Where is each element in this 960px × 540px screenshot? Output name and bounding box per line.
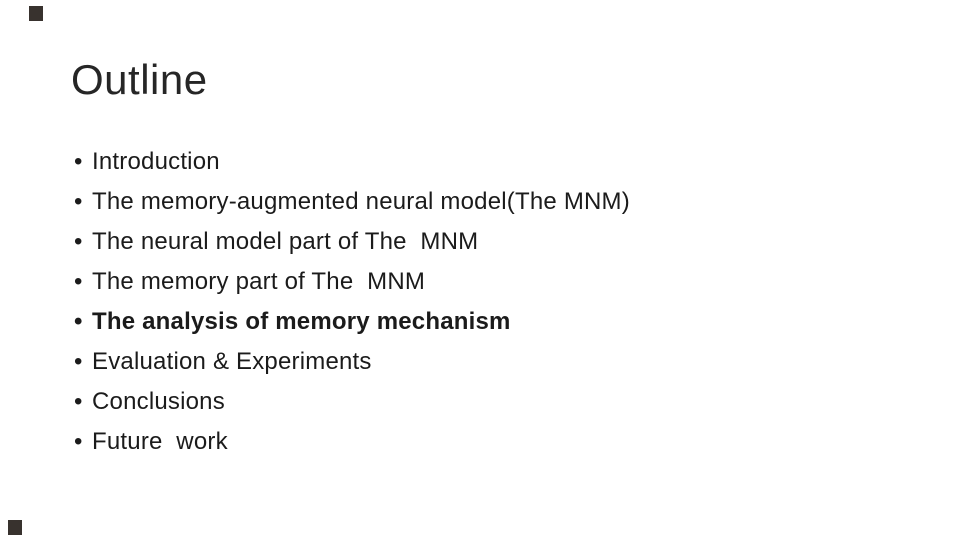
- outline-item: • Future work: [74, 422, 630, 462]
- outline-item-label: Conclusions: [92, 388, 225, 415]
- outline-item: • Conclusions: [74, 382, 630, 422]
- outline-item: • The analysis of memory mechanism: [74, 302, 630, 342]
- outline-item: • Evaluation & Experiments: [74, 342, 630, 382]
- bullet-icon: •: [74, 188, 83, 215]
- outline-item-label: Evaluation & Experiments: [92, 348, 372, 375]
- bullet-icon: •: [74, 428, 83, 455]
- outline-item-label: Introduction: [92, 148, 220, 175]
- bullet-icon: •: [74, 348, 83, 375]
- outline-item-label: The analysis of memory mechanism: [92, 308, 511, 335]
- slide-title: Outline: [71, 56, 208, 103]
- bullet-icon: •: [74, 148, 83, 175]
- bullet-icon: •: [74, 228, 83, 255]
- outline-item: • The memory-augmented neural model(The …: [74, 182, 630, 222]
- bullet-icon: •: [74, 268, 83, 295]
- corner-square-top-left: [29, 6, 43, 21]
- outline-item-label: The memory part of The MNM: [92, 268, 426, 295]
- bullet-icon: •: [74, 308, 83, 335]
- outline-item-label: The memory-augmented neural model(The MN…: [92, 188, 630, 215]
- outline-item-label: The neural model part of The MNM: [92, 228, 479, 255]
- outline-item-label: Future work: [92, 428, 228, 455]
- outline-item: • The memory part of The MNM: [74, 262, 630, 302]
- outline-item: • Introduction: [74, 142, 630, 182]
- bullet-icon: •: [74, 388, 83, 415]
- outline-list: • Introduction • The memory-augmented ne…: [74, 142, 630, 462]
- corner-square-bottom-left: [8, 520, 22, 535]
- outline-item: • The neural model part of The MNM: [74, 222, 630, 262]
